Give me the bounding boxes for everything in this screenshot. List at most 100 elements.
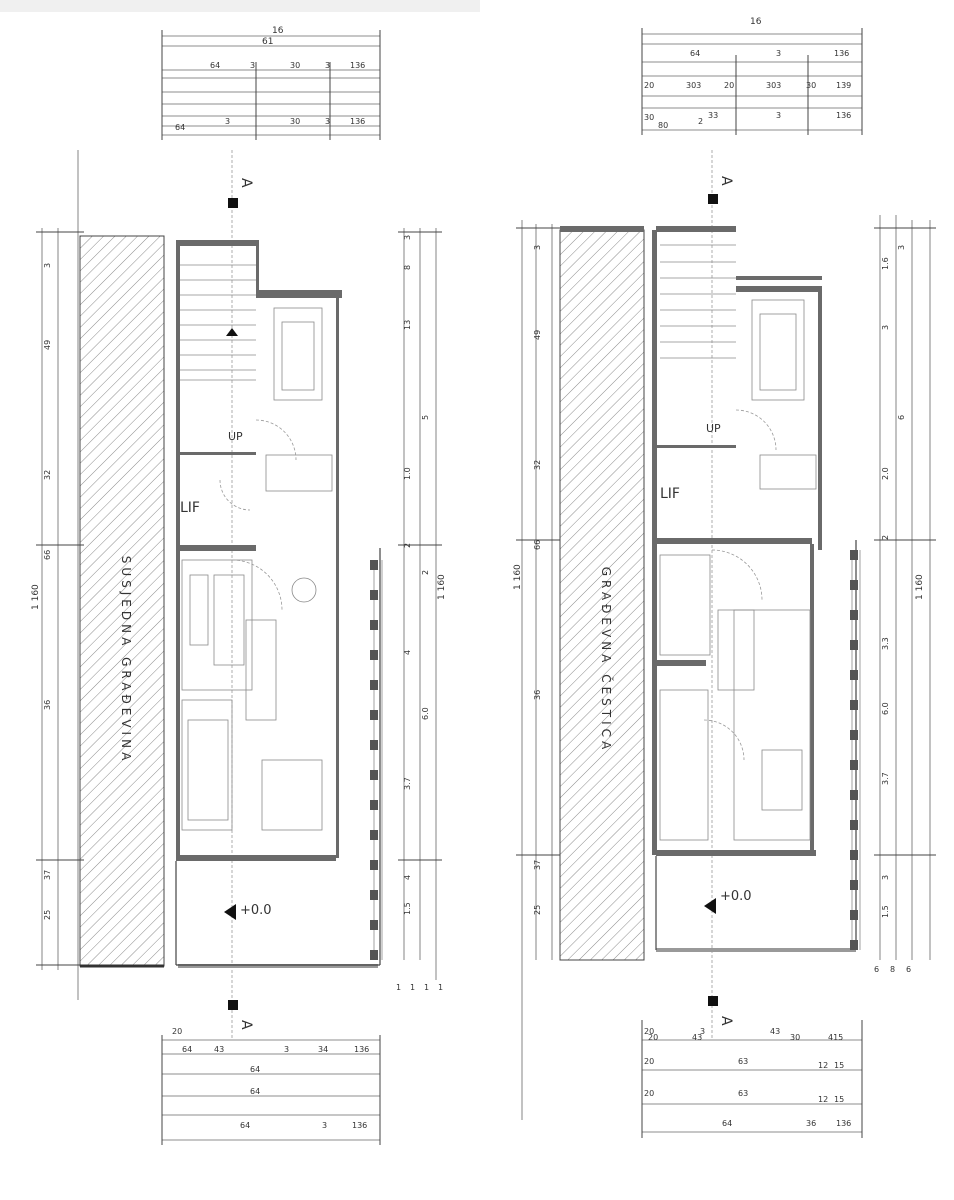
furniture-lower — [181, 559, 323, 831]
level-marker: +0.0 — [224, 903, 272, 920]
dim-text: 139 — [836, 81, 851, 90]
dim-text: 30 — [290, 117, 300, 126]
plot-hatch: GRAĐEVNA ČESTICA — [559, 226, 645, 961]
dim-text: 15 — [834, 1061, 844, 1070]
dim-text: 37 — [43, 870, 52, 880]
dim-text: 66 — [533, 540, 542, 550]
top-dimension-block-left: 16 61 64 3 30 3 136 64 3 30 3 136 — [161, 26, 381, 140]
dim-text: 63 — [738, 1057, 748, 1066]
dim-text: 30 — [790, 1033, 800, 1042]
dim-text: 36 — [43, 700, 52, 710]
dim-text: 1.5 — [881, 905, 890, 918]
dim-text: 3.7 — [403, 777, 412, 790]
dim-text: 2 — [421, 570, 430, 575]
dim-text: 3 — [403, 235, 412, 240]
dim-text: 3 — [225, 117, 230, 126]
dim-text: 136 — [350, 61, 365, 70]
dim-total: 1 160 — [31, 584, 41, 610]
dim-text: 64 — [240, 1121, 250, 1130]
dim-text: 2 — [881, 535, 890, 540]
dim-text: 43 — [214, 1045, 224, 1054]
dim-text: 6 — [874, 965, 879, 974]
neighbour-building-hatch: SUSJEDNA GRAĐEVINA — [79, 235, 165, 968]
dim-text: 4 — [403, 650, 412, 655]
dim-text: 36 — [533, 690, 542, 700]
dim-text: 136 — [836, 111, 851, 120]
dim-text: 61 — [262, 37, 273, 47]
dim-text: 20 — [644, 1027, 654, 1036]
dim-text: 12 — [818, 1061, 828, 1070]
dim-text: 3.3 — [881, 637, 890, 650]
dim-total: 1 160 — [915, 574, 925, 600]
stair: UP — [180, 264, 256, 443]
dim-text: 30 — [806, 81, 816, 90]
dim-text: 3 — [250, 61, 255, 70]
dim-text: 64 — [182, 1045, 192, 1054]
dim-text: 20 — [644, 1089, 654, 1098]
dim-text: 20 — [644, 81, 654, 90]
dim-text: 43 — [692, 1033, 702, 1042]
dim-text: 37 — [533, 860, 542, 870]
dim-text: 3 — [533, 245, 542, 250]
top-dimension-block-right: 16 64 3 136 20 303 20 303 30 139 30 80 2… — [641, 17, 863, 135]
dim-text: 1 — [410, 983, 415, 992]
section-marker: A — [228, 178, 254, 208]
terrace-rail — [370, 560, 383, 960]
dim-text: 1 — [438, 983, 443, 992]
dim-text: 16 — [272, 26, 284, 36]
dim-text: 303 — [766, 81, 781, 90]
dim-text: 15 — [834, 1095, 844, 1104]
dim-text: 1.6 — [881, 257, 890, 270]
dim-text: 136 — [350, 117, 365, 126]
dim-total: 1 160 — [513, 564, 523, 590]
dim-text: 1 — [396, 983, 401, 992]
dim-text: 6 — [906, 965, 911, 974]
furniture-upper: LIF — [180, 307, 333, 516]
dim-text: 20 — [172, 1027, 182, 1036]
dim-text: 25 — [43, 910, 52, 920]
dim-text: 20 — [724, 81, 734, 90]
dim-text: 64 — [722, 1119, 732, 1128]
left-dimension-chain: 3 49 32 66 36 37 25 1 160 — [31, 150, 84, 1000]
dim-text: 66 — [43, 550, 52, 560]
dim-text: 3 — [897, 245, 906, 250]
dim-text: 34 — [318, 1045, 328, 1054]
furniture-lower — [659, 549, 811, 841]
dim-text: 13 — [403, 320, 412, 330]
dim-text: 8 — [890, 965, 895, 974]
right-dimension-chain: 1.6 3 3 6 2.0 2 3.3 6.0 3.7 3 1.5 1 160 … — [874, 215, 936, 974]
furniture-upper: LIF — [660, 299, 817, 502]
building-outline — [175, 240, 381, 968]
dim-text: 30 — [644, 113, 654, 122]
dim-text: 415 — [828, 1033, 843, 1042]
dim-text: 3 — [325, 61, 330, 70]
dim-text: 3 — [43, 263, 52, 268]
dim-text: 63 — [738, 1089, 748, 1098]
level-marker: +0.0 — [704, 889, 752, 914]
stair: UP — [660, 244, 736, 435]
left-dimension-chain: 3 49 32 66 36 37 25 1 160 — [513, 220, 560, 1120]
section-label: A — [238, 1020, 254, 1030]
room-tag: LIF — [180, 500, 200, 516]
dim-text: 3 — [284, 1045, 289, 1054]
dim-text: 3 — [776, 49, 781, 58]
dim-text: 3 — [776, 111, 781, 120]
building-outline — [652, 226, 857, 952]
dim-text: 12 — [818, 1095, 828, 1104]
dim-text: 6 — [897, 415, 906, 420]
dim-text: 3 — [322, 1121, 327, 1130]
dim-text: 32 — [533, 460, 542, 470]
dim-text: 20 — [648, 1033, 658, 1042]
dim-text: 30 — [290, 61, 300, 70]
dim-text: 1.5 — [403, 902, 412, 915]
dim-text: 36 — [806, 1119, 816, 1128]
plan-right: 16 64 3 136 20 303 20 303 30 139 30 80 2… — [513, 17, 936, 1138]
level-label: +0.0 — [240, 903, 272, 918]
dim-text: 303 — [686, 81, 701, 90]
right-dimension-chain: 3 8 13 5 1.0 2 2 4 6.0 3.7 4 1.5 1 160 1… — [396, 228, 447, 992]
room-tag: LIF — [660, 486, 680, 502]
dim-text: 136 — [834, 49, 849, 58]
terrace-rail — [850, 550, 861, 950]
dim-text: 20 — [644, 1057, 654, 1066]
dim-text: 2 — [698, 117, 703, 126]
